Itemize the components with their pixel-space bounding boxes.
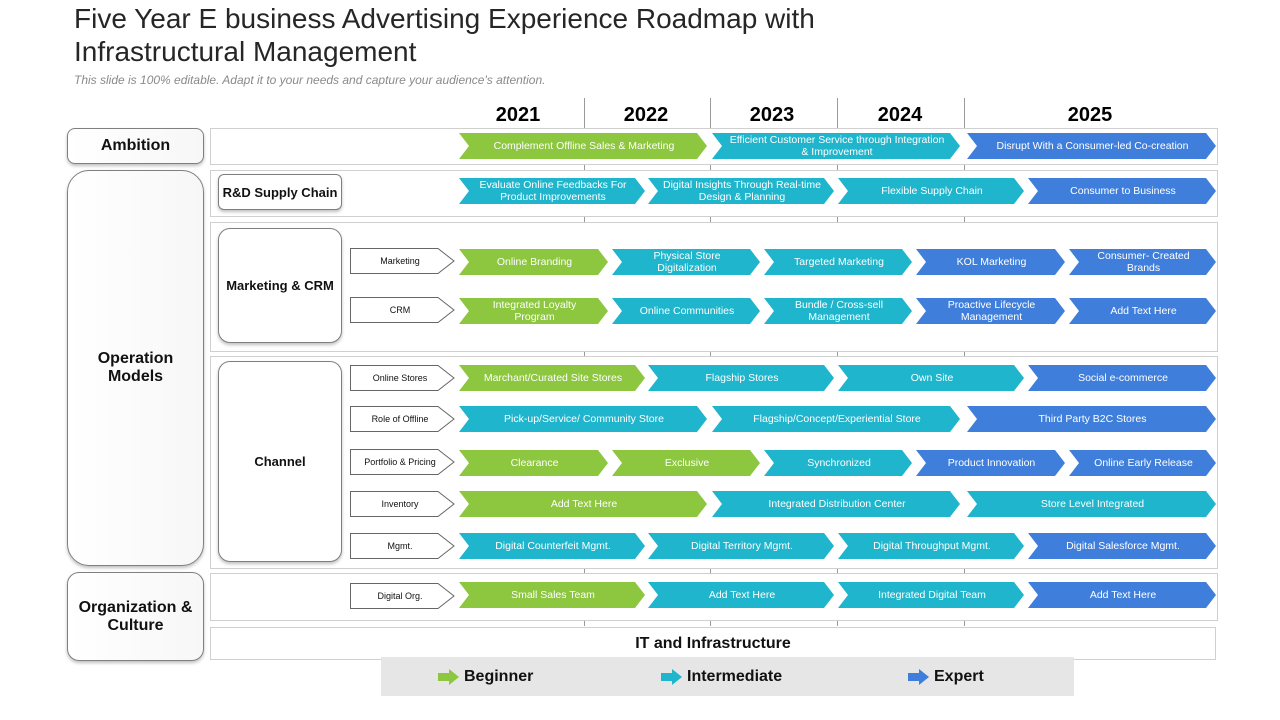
legend-beginner: Beginner xyxy=(438,657,533,696)
page-subtitle: This slide is 100% editable. Adapt it to… xyxy=(74,73,546,87)
crm-step: Integrated Loyalty Program xyxy=(459,298,608,324)
page-title: Five Year E business Advertising Experie… xyxy=(74,3,815,67)
inventory-step: Store Level Integrated xyxy=(967,491,1216,517)
sublabel-online-stores: Online Stores xyxy=(350,365,455,391)
digital-org-step: Integrated Digital Team xyxy=(838,582,1024,608)
arrow-right-icon xyxy=(908,668,929,685)
portfolio-step: Clearance xyxy=(459,450,608,476)
ambition-step: Complement Offline Sales & Marketing xyxy=(459,133,707,159)
year-2024: 2024 xyxy=(877,104,923,126)
sublabel-role-of-offline: Role of Offline xyxy=(350,406,455,432)
legend-expert-label: Expert xyxy=(934,667,984,685)
portfolio-step: Synchronized xyxy=(764,450,912,476)
portfolio-step: Product Innovation xyxy=(916,450,1065,476)
year-2022: 2022 xyxy=(623,104,669,126)
ambition-step: Efficient Customer Service through Integ… xyxy=(712,133,960,159)
year-2025: 2025 xyxy=(1067,104,1113,126)
category-org-culture: Organization & Culture xyxy=(67,572,204,661)
mgmt-step: Digital Counterfeit Mgmt. xyxy=(459,533,645,559)
digital-org-step: Add Text Here xyxy=(1028,582,1216,608)
sublabel-portfolio-pricing: Portfolio & Pricing xyxy=(350,449,455,475)
inventory-step: Integrated Distribution Center xyxy=(712,491,960,517)
category-operation-models: Operation Models xyxy=(67,170,204,566)
legend: Beginner Intermediate Expert xyxy=(381,657,1074,696)
legend-beginner-label: Beginner xyxy=(464,667,534,685)
crm-step: Online Communities xyxy=(612,298,760,324)
arrow-right-icon xyxy=(438,668,459,685)
rd-step: Evaluate Online Feedbacks For Product Im… xyxy=(459,178,645,204)
ambition-step: Disrupt With a Consumer-led Co-creation xyxy=(967,133,1216,159)
role-of-offline-step: Pick-up/Service/ Community Store xyxy=(459,406,707,432)
inventory-step: Add Text Here xyxy=(459,491,707,517)
arrow-right-icon xyxy=(661,668,682,685)
year-2023: 2023 xyxy=(749,104,795,126)
online-stores-step: Own Site xyxy=(838,365,1024,391)
sublabel-crm: CRM xyxy=(350,297,455,323)
marketing-step: Online Branding xyxy=(459,249,608,275)
sublabel-inventory: Inventory xyxy=(350,491,455,517)
mgmt-step: Digital Throughput Mgmt. xyxy=(838,533,1024,559)
group-marketing-crm: Marketing & CRM xyxy=(218,228,342,343)
group-rd-supply-chain: R&D Supply Chain xyxy=(218,174,342,210)
group-channel: Channel xyxy=(218,361,342,562)
marketing-crm-row-box xyxy=(210,222,1218,352)
crm-step: Bundle / Cross-sell Management xyxy=(764,298,912,324)
marketing-step: Consumer- Created Brands xyxy=(1069,249,1216,275)
legend-expert: Expert xyxy=(908,657,984,696)
crm-step: Proactive Lifecycle Management xyxy=(916,298,1065,324)
rd-step: Consumer to Business xyxy=(1028,178,1216,204)
crm-step: Add Text Here xyxy=(1069,298,1216,324)
role-of-offline-step: Third Party B2C Stores xyxy=(967,406,1216,432)
portfolio-step: Exclusive xyxy=(612,450,760,476)
sublabel-digital-org: Digital Org. xyxy=(350,583,455,609)
marketing-step: Physical Store Digitalization xyxy=(612,249,760,275)
mgmt-step: Digital Territory Mgmt. xyxy=(648,533,834,559)
portfolio-step: Online Early Release xyxy=(1069,450,1216,476)
rd-step: Digital Insights Through Real-time Desig… xyxy=(648,178,834,204)
legend-intermediate: Intermediate xyxy=(661,657,782,696)
role-of-offline-step: Flagship/Concept/Experiential Store xyxy=(712,406,960,432)
mgmt-step: Digital Salesforce Mgmt. xyxy=(1028,533,1216,559)
digital-org-step: Small Sales Team xyxy=(459,582,645,608)
marketing-step: KOL Marketing xyxy=(916,249,1065,275)
digital-org-step: Add Text Here xyxy=(648,582,834,608)
rd-step: Flexible Supply Chain xyxy=(838,178,1024,204)
online-stores-step: Social e-commerce xyxy=(1028,365,1216,391)
online-stores-step: Marchant/Curated Site Stores xyxy=(459,365,645,391)
year-2021: 2021 xyxy=(495,104,541,126)
online-stores-step: Flagship Stores xyxy=(648,365,834,391)
marketing-step: Targeted Marketing xyxy=(764,249,912,275)
it-infrastructure-label: IT and Infrastructure xyxy=(210,627,1216,660)
sublabel-mgmt: Mgmt. xyxy=(350,533,455,559)
legend-intermediate-label: Intermediate xyxy=(687,667,783,685)
category-ambition: Ambition xyxy=(67,128,204,164)
sublabel-marketing: Marketing xyxy=(350,248,455,274)
